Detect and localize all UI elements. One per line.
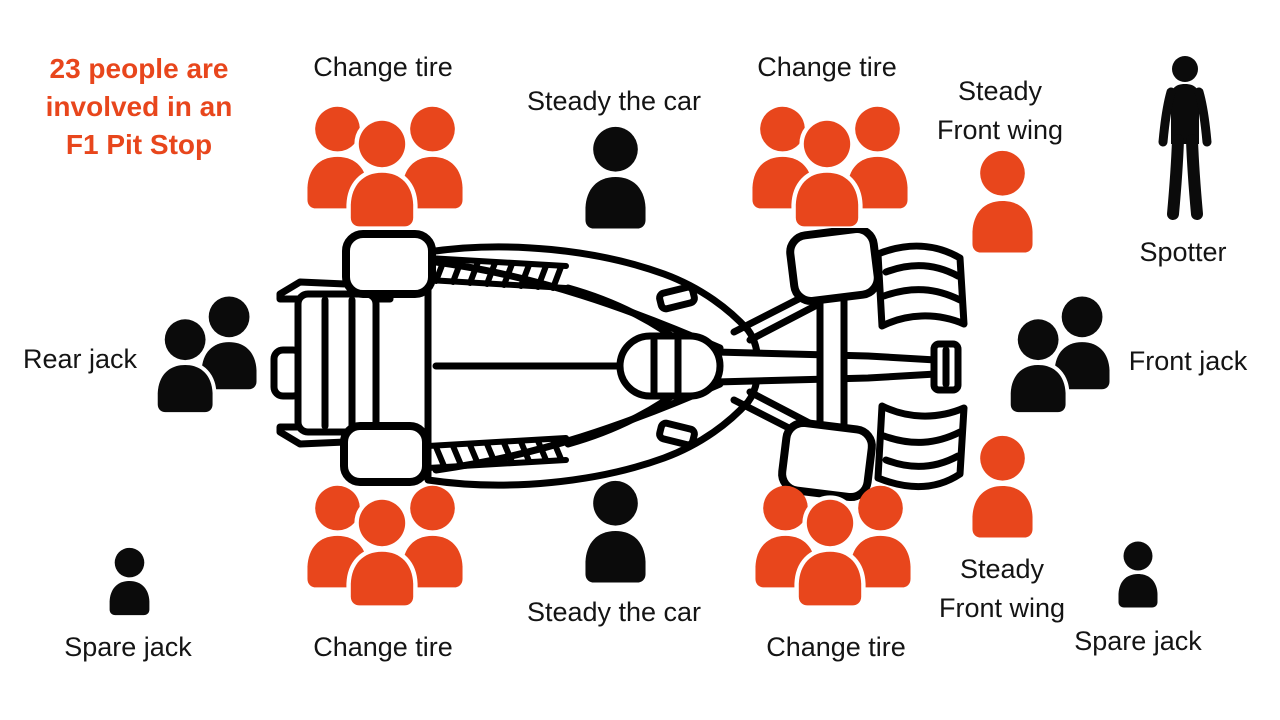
label-front-jack: Front jack <box>1128 346 1248 376</box>
label-change-tire-top-left: Change tire <box>313 52 453 82</box>
label-steady-front-wing-top-line-1: Steady <box>957 76 1043 106</box>
label-spare-jack-right: Spare jack <box>1074 626 1202 656</box>
label-steady-the-car-bottom: Steady the car <box>526 597 702 627</box>
label-spotter: Spotter <box>1139 237 1227 267</box>
crew-trio-icon-change-tire-top-right <box>752 106 908 234</box>
crew-person-icon-spare-jack-right <box>1118 541 1158 608</box>
title-line-1: 23 people are <box>49 53 229 84</box>
label-steady-front-wing-bottom-line-1: Steady <box>959 554 1045 584</box>
f1-car-top-view-illustration <box>270 228 968 502</box>
crew-person-icon-spare-jack-left <box>109 547 150 616</box>
crew-person-icon-steady-the-car-bottom <box>585 480 646 583</box>
label-steady-front-wing-top: Steady Front wing <box>900 72 1100 150</box>
label-change-tire-bottom-right: Change tire <box>766 632 906 662</box>
crew-trio-icon-change-tire-bottom-right <box>755 485 911 613</box>
title-line-3: F1 Pit Stop <box>65 129 213 160</box>
label-steady-front-wing-bottom-line-2: Front wing <box>938 593 1066 623</box>
label-rear-jack: Rear jack <box>22 344 138 374</box>
infographic-title: 23 people are involved in an F1 Pit Stop <box>26 50 252 164</box>
crew-person-icon-steady-front-wing-bottom <box>972 435 1033 538</box>
spotter-standing-person-icon <box>1158 56 1212 220</box>
label-change-tire-top-right: Change tire <box>757 52 897 82</box>
label-spare-jack-left: Spare jack <box>64 632 192 662</box>
crew-trio-icon-change-tire-top-left <box>307 106 463 234</box>
title-line-2: involved in an <box>45 91 233 122</box>
label-steady-the-car-top: Steady the car <box>526 86 702 116</box>
label-steady-front-wing-top-line-2: Front wing <box>936 115 1064 145</box>
crew-person-icon-steady-front-wing-top <box>972 150 1033 253</box>
crew-trio-icon-change-tire-bottom-left <box>307 485 463 613</box>
label-steady-front-wing-bottom: Steady Front wing <box>902 550 1102 628</box>
crew-pair-icon-rear-jack <box>150 296 257 416</box>
crew-person-icon-steady-the-car-top <box>585 126 646 229</box>
label-change-tire-bottom-left: Change tire <box>313 632 453 662</box>
